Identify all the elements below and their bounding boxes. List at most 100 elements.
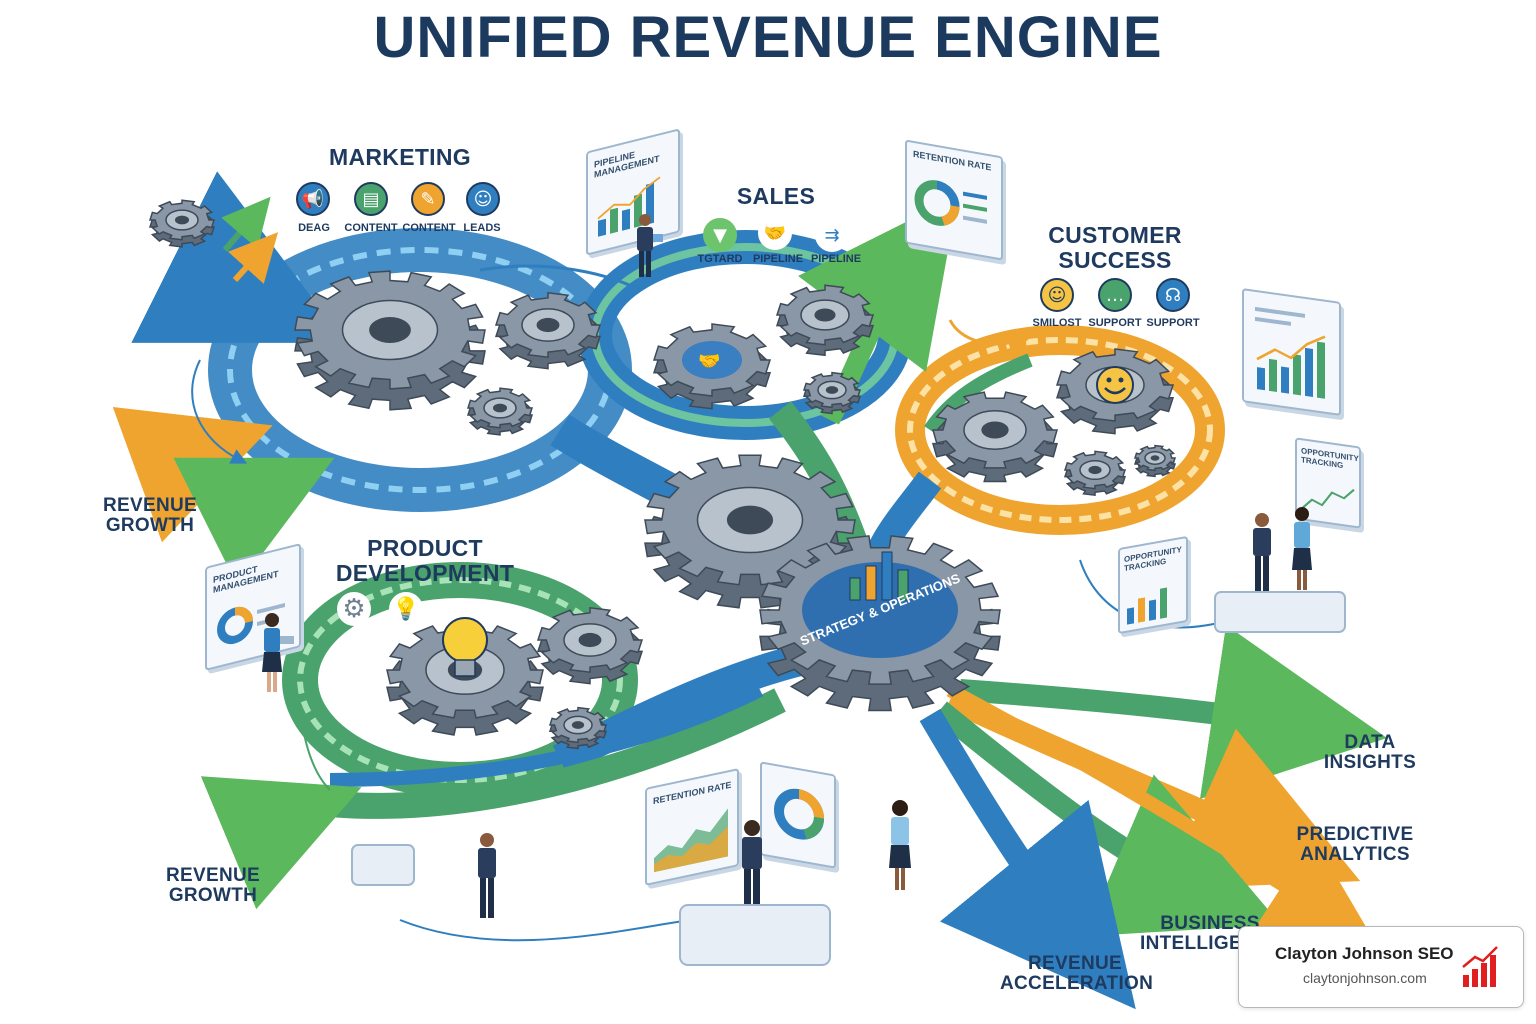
gear-marketing-small <box>466 387 534 436</box>
person-analyst-2 <box>1292 507 1312 590</box>
person-bottom-left <box>478 833 496 918</box>
page-title: UNIFIED REVENUE ENGINE <box>373 5 1163 70</box>
retention-rate-panel-bottom: RETENTION RATE <box>645 768 739 886</box>
center-bar-1 <box>849 577 861 601</box>
gear-product-right <box>536 606 644 685</box>
leads-icon: ☺ <box>466 182 500 216</box>
thin-connector-6 <box>479 264 641 292</box>
handshake-icon: 🤝 <box>758 216 792 250</box>
smile-eye-right <box>1118 377 1124 383</box>
edit-icon: ✎ <box>411 182 445 216</box>
center-bar-2 <box>865 565 877 601</box>
gear-icon: ⚙ <box>337 592 371 626</box>
flow-to-customer <box>924 353 1033 434</box>
smile-face-icon <box>1096 366 1134 404</box>
headset-icon: ☊ <box>1156 278 1190 312</box>
funnel-icon: ▼ <box>703 218 737 252</box>
revenue-acceleration-label-2: ACCELERATION <box>1000 973 1154 994</box>
sales-label: SALES <box>736 183 816 209</box>
gear-tile <box>351 844 415 886</box>
flow-data-insights <box>959 624 1388 799</box>
customer-success-label-1: CUSTOMER <box>1048 222 1182 248</box>
lightbulb-icon: 💡 <box>389 592 423 626</box>
bar-chart-panel-right <box>1242 288 1341 416</box>
flow-revenue-acceleration <box>919 708 1136 1010</box>
thin-connector-4 <box>399 919 691 942</box>
customer-success-icon-label-2: SUPPORT <box>1088 317 1142 329</box>
gear-top-left <box>148 199 216 248</box>
thin-connector-5 <box>948 319 1032 356</box>
opportunity-chart-icon-1 <box>1301 488 1355 510</box>
strategy-ops-face <box>802 562 958 658</box>
gear-product-main <box>386 621 544 736</box>
thin-connector-1 <box>191 359 248 464</box>
handshake-disc <box>682 341 742 379</box>
product-development-label-1: PRODUCT <box>367 535 483 561</box>
sales-icon-label-3: PIPELINE <box>810 253 862 265</box>
revenue-acceleration-label-1: REVENUE <box>1028 953 1122 974</box>
marketing-icon-label-3: CONTENT <box>402 222 456 234</box>
predictive-analytics-label-1: PREDICTIVE <box>1296 824 1414 845</box>
person-bottom-center <box>742 820 762 911</box>
gear-marketing-large <box>294 270 486 411</box>
pedestal-right <box>1214 591 1346 633</box>
pipeline-chart-icon <box>597 176 661 237</box>
smile-mouth <box>1104 387 1126 395</box>
opportunity-chart-icon-2 <box>1127 587 1167 625</box>
marketing-icon-label-1: DEAG <box>298 222 330 234</box>
center-bar-3 <box>881 551 893 601</box>
gear-customer-small-2 <box>1133 444 1177 478</box>
sales-icon-label-2: PIPELINE <box>752 253 804 265</box>
smile-eye-left <box>1106 377 1112 383</box>
flow-orange-long <box>946 683 1377 946</box>
brand-name: Clayton Johnson SEO <box>1275 944 1454 963</box>
gear-customer-small-1 <box>1063 450 1127 497</box>
bar-chart-icon <box>1255 306 1326 399</box>
person-bottom-right <box>889 800 911 890</box>
revenue-growth-label-1a: REVENUE <box>103 495 197 516</box>
person-sales <box>637 214 663 277</box>
marketing-label: MARKETING <box>329 144 471 170</box>
person-analyst-1 <box>1253 513 1271 592</box>
arrow-revenue-growth-top-2 <box>173 457 335 587</box>
lightbulb-base <box>454 659 476 677</box>
arrow-up-2 <box>228 232 279 284</box>
data-insights-label-1: DATA <box>1344 732 1396 753</box>
pedestal-bottom <box>679 904 831 966</box>
arrow-marketing-entry <box>131 171 346 343</box>
customer-success-loop-glow <box>907 337 1213 523</box>
customer-success-label-2: SUCCESS <box>1058 247 1172 273</box>
brand-url: claytonjohnson.com <box>1303 970 1427 986</box>
marketing-icon-label-4: LEADS <box>463 222 501 234</box>
gear-sales-small <box>802 371 862 415</box>
retention-rate-panel-top: RETENTION RATE <box>905 139 1003 261</box>
donut-chart-icon <box>774 788 824 840</box>
arrow-revenue-growth-bottom <box>200 776 362 910</box>
retention-donut-icon <box>914 180 987 226</box>
pipeline-management-panel: PIPELINE MANAGEMENT <box>586 128 680 256</box>
customer-success-icon-label-3: SUPPORT <box>1146 317 1200 329</box>
revenue-growth-label-2a: REVENUE <box>166 865 260 886</box>
customer-success-icon-label-1: SMILOST <box>1032 317 1082 329</box>
gear-product-small <box>548 706 608 750</box>
center-bar-4 <box>897 569 909 601</box>
product-development-label-2: DEVELOPMENT <box>335 560 515 586</box>
pipeline-icon: ⇉ <box>815 218 849 252</box>
data-insights-label-2: INSIGHTS <box>1323 752 1417 773</box>
predictive-analytics-label-2: ANALYTICS <box>1300 844 1410 865</box>
business-intelligence-label-2: INTELLIGE <box>1140 933 1242 954</box>
marketing-icon-label-2: CONTENT <box>344 222 398 234</box>
revenue-growth-label-1b: GROWTH <box>105 515 195 536</box>
smile-icon: ☺ <box>1040 278 1074 312</box>
area-chart-icon <box>654 808 728 873</box>
gear-sales-right <box>775 284 875 357</box>
sales-icon-label-1: TGTARD <box>697 253 743 265</box>
brand-chart-icon <box>1462 946 1498 987</box>
flow-bottom-left-2 <box>329 683 764 787</box>
donut-panel-bottom <box>760 761 836 869</box>
opportunity-tracking-panel-2: OPPORTUNITY TRACKING <box>1118 535 1188 635</box>
revenue-growth-label-2b: GROWTH <box>168 885 258 906</box>
